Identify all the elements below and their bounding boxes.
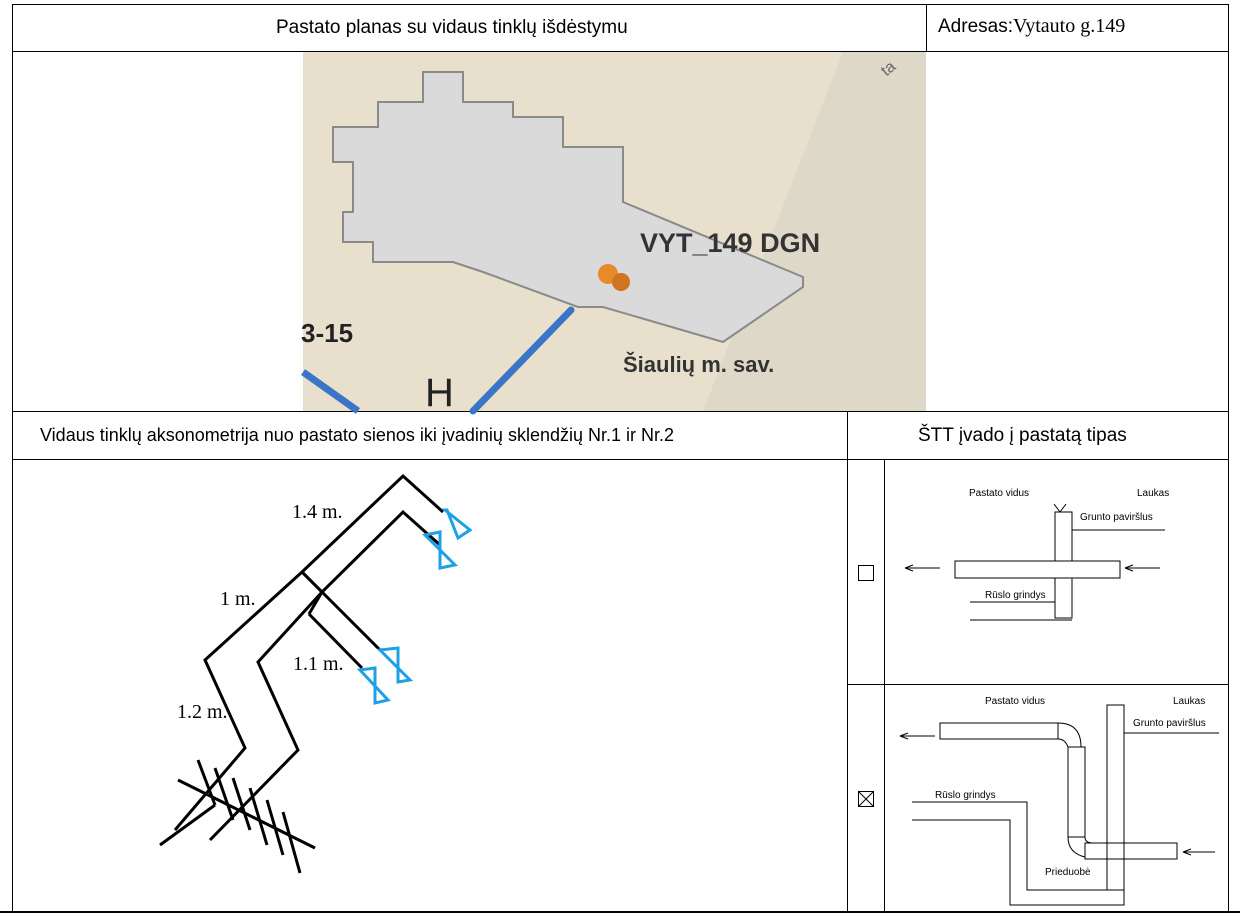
- axonometry-title: Vidaus tinklų aksonometrija nuo pastato …: [40, 425, 674, 445]
- length-label: 1.2 m.: [177, 701, 228, 723]
- svg-text:Pastato vidus: Pastato vidus: [969, 488, 1029, 499]
- length-label: 1 m.: [220, 588, 256, 610]
- row-divider: [12, 459, 1229, 460]
- svg-text:Prieduobė: Prieduobė: [1045, 867, 1091, 878]
- svg-text:Rūslo grindys: Rūslo grindys: [985, 590, 1046, 601]
- entry-type-2-diagram: Pastato vidus Laukas Grunto paviršlus Rū…: [899, 696, 1219, 906]
- row-divider: [12, 51, 1229, 52]
- col-divider: [847, 411, 848, 912]
- site-map: VYT_149 DGN Šiaulių m. sav. 3-15 H ta: [300, 52, 926, 415]
- row-divider: [12, 411, 1229, 412]
- checked-x-icon: [858, 791, 874, 807]
- address: Adresas:Vytauto g.149: [938, 15, 1125, 38]
- length-label: 1.4 m.: [292, 501, 343, 523]
- parcel-label: 3-15: [301, 318, 353, 348]
- entry-type-1-diagram: Pastato vidus Laukas Grunto paviršlus Rū…: [904, 488, 1169, 621]
- entry-type-2-checkbox[interactable]: [858, 791, 874, 807]
- municipality-label: Šiaulių m. sav.: [623, 352, 774, 377]
- pipe-line: [300, 369, 361, 414]
- letter-label: H: [425, 371, 454, 415]
- page-title: Pastato planas su vidaus tinklų išdėstym…: [276, 17, 628, 38]
- entry-type-1-checkbox[interactable]: [858, 565, 874, 581]
- svg-text:Laukas: Laukas: [1137, 488, 1169, 499]
- axonometry-diagram: 1.4 m. 1 m. 1.1 m. 1.2 m.: [159, 473, 473, 874]
- valve-icons: [356, 508, 473, 705]
- svg-text:Grunto paviršlus: Grunto paviršlus: [1080, 512, 1153, 523]
- col-divider: [884, 459, 885, 912]
- address-label: Adresas:: [938, 16, 1013, 37]
- address-value: Vytauto g.149: [1012, 15, 1126, 37]
- pipe-line: [469, 306, 575, 415]
- building-outline: [332, 71, 804, 344]
- table-border-left: [12, 4, 13, 912]
- svg-text:Rūslo grindys: Rūslo grindys: [935, 790, 996, 801]
- building-label: VYT_149 DGN: [640, 228, 820, 258]
- col-divider: [926, 4, 927, 51]
- svg-text:Pastato vidus: Pastato vidus: [985, 696, 1045, 707]
- svg-text:Grunto paviršlus: Grunto paviršlus: [1133, 718, 1206, 729]
- table-border-right: [1228, 4, 1229, 912]
- table-border-top: [12, 4, 1229, 5]
- svg-text:Laukas: Laukas: [1173, 696, 1205, 707]
- row-divider: [847, 684, 1229, 685]
- length-label: 1.1 m.: [293, 653, 344, 675]
- table-border-bottom: [0, 911, 1240, 913]
- entry-type-title: ŠTT įvado į pastatą tipas: [918, 425, 1127, 446]
